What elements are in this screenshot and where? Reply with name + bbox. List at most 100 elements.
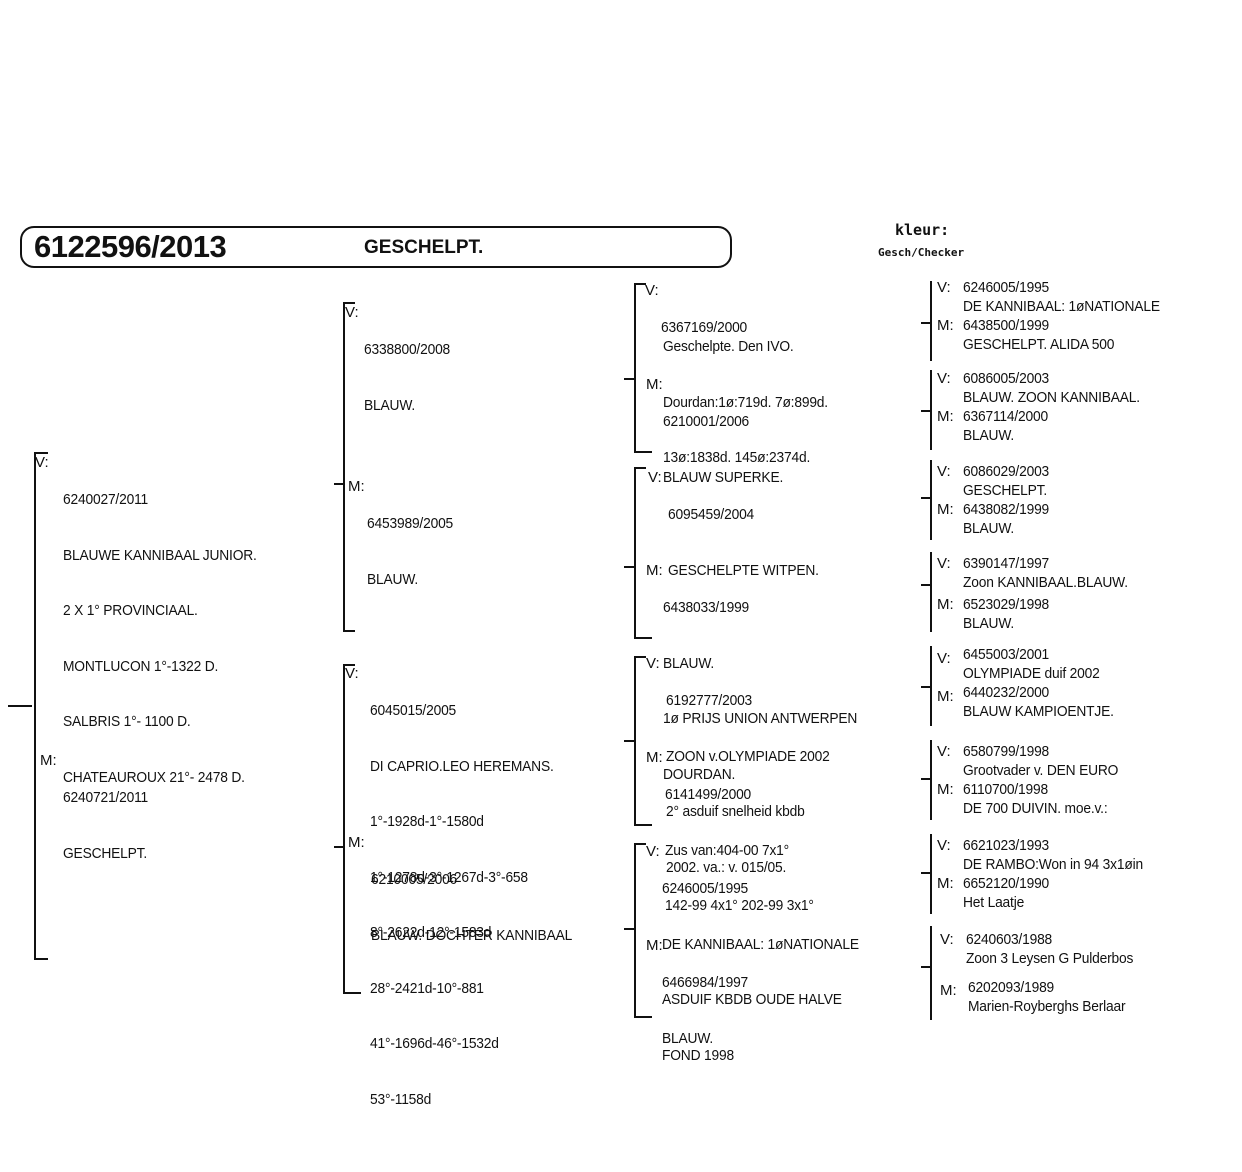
pigeon-color: GESCHELPT. [364, 237, 484, 258]
m-label: M: [937, 596, 954, 613]
m-label: M: [646, 749, 663, 766]
note: 53°-1158d [370, 1090, 432, 1108]
v-label: V: [646, 843, 660, 860]
ring-number: 6390147/1997 [963, 555, 1050, 572]
ring-number: 6440232/2000 [963, 684, 1050, 701]
m-label: M: [646, 376, 663, 393]
dam-ring: 6240721/2011 [63, 789, 149, 806]
ring-number: 6621023/1993 [963, 837, 1050, 854]
note: DI CAPRIO.LEO HEREMANS. [370, 757, 554, 775]
ring-number: 6246005/1995 [963, 279, 1050, 296]
v-label: V: [646, 655, 660, 672]
sire-label: V: [35, 454, 49, 471]
ring-number: 6141499/2000 [665, 786, 752, 803]
note: FOND 1998 [662, 1046, 734, 1064]
kleur-value: Gesch/Checker [878, 246, 965, 259]
ring-number: 6523029/1998 [963, 596, 1050, 613]
note: Grootvader v. DEN EURO [963, 761, 1119, 779]
ring-number: 6466984/1997 [662, 974, 749, 991]
ring-number: 6202093/1989 [968, 979, 1055, 996]
note: BLAUW. [364, 396, 416, 414]
m-label: M: [937, 408, 954, 425]
note: BLAUW KAMPIOENTJE. [963, 702, 1114, 720]
m-label: M: [348, 478, 365, 495]
note: BLAUW. DOCHTER KANNIBAAL [371, 926, 573, 944]
note: GESCHELPT. ALIDA 500 [963, 335, 1115, 353]
note: OLYMPIADE duif 2002 [963, 664, 1100, 682]
note: Dourdan:1ø:719d. 7ø:899d. [663, 393, 828, 411]
note: Zus van:404-00 7x1° [665, 841, 790, 859]
v-label: V: [648, 469, 662, 486]
sire-note: MONTLUCON 1°-1322 D. [63, 657, 219, 675]
ring-number: 6210005/2006 [371, 871, 458, 888]
ring-number: 6438082/1999 [963, 501, 1050, 518]
note: DE KANNIBAAL: 1øNATIONALE [662, 935, 859, 953]
m-label: M: [646, 562, 663, 579]
sire-note: SALBRIS 1°- 1100 D. [63, 713, 191, 730]
ring-number: 6652120/1990 [963, 875, 1050, 892]
ring-number: 6367169/2000 [661, 319, 748, 336]
ring-number: 6095459/2004 [668, 506, 755, 523]
note: Zoon 3 Leysen G Pulderbos [966, 949, 1134, 967]
ring-number: 6438033/1999 [663, 599, 750, 616]
note: Marien-Royberghs Berlaar [968, 997, 1126, 1015]
note: 13ø:1838d. 145ø:2374d. [663, 449, 811, 466]
ring-number: 6580799/1998 [963, 743, 1050, 760]
ring-number: 6455003/2001 [963, 646, 1050, 663]
m-label: M: [937, 781, 954, 798]
sire-note: BLAUWE KANNIBAAL JUNIOR. [63, 546, 257, 564]
v-label: V: [937, 555, 951, 572]
kleur-label: kleur: [895, 221, 950, 239]
sire-ring: 6240027/2011 [63, 491, 149, 508]
v-label: V: [645, 282, 659, 299]
note: BLAUW. [963, 426, 1015, 444]
ring-number: 6453989/2005 [367, 515, 454, 532]
note: 28°-2421d-10°-881 [370, 979, 484, 997]
v-label: V: [345, 665, 359, 682]
note: BLAUW. [367, 570, 419, 588]
m-label: M: [940, 982, 957, 999]
note: BLAUW SUPERKE. [663, 468, 784, 486]
note: 8°-2622d-12°-1583d [370, 924, 492, 941]
ring-number: 6438500/1999 [963, 317, 1050, 334]
note: Het Laatje [963, 893, 1025, 911]
note: ZOON v.OLYMPIADE 2002 [666, 747, 830, 765]
dam-note: GESCHELPT. [63, 844, 148, 862]
m-label: M: [937, 688, 954, 705]
note: BLAUW. ZOON KANNIBAAL. [963, 388, 1140, 406]
note: GESCHELPTE WITPEN. [668, 561, 819, 579]
ring-number: 6086029/2003 [963, 463, 1050, 480]
v-label: V: [937, 743, 951, 760]
ring-number: 6086005/2003 [963, 370, 1050, 387]
ring-number: 6192777/2003 [666, 692, 753, 709]
sire-note: CHATEAUROUX 21°- 2478 D. [63, 768, 245, 786]
note: BLAUW. [963, 519, 1015, 537]
v-label: V: [937, 837, 951, 854]
note: Zoon KANNIBAAL.BLAUW. [963, 573, 1128, 591]
m-label: M: [937, 875, 954, 892]
ring-number: 6246005/1995 [662, 880, 749, 897]
v-label: V: [937, 279, 951, 296]
sire-note: 2 X 1° PROVINCIAAL. [63, 602, 198, 619]
m-label: M: [937, 317, 954, 334]
header-box [20, 226, 732, 268]
v-label: V: [937, 650, 951, 667]
ring-number: 6240603/1988 [966, 931, 1053, 948]
note: BLAUW. [662, 1029, 714, 1047]
note: 2° asduif snelheid kbdb [666, 803, 805, 820]
ring-number: 6210001/2006 [663, 413, 750, 430]
note: BLAUW. [963, 614, 1015, 632]
ring-number: 6045015/2005 [370, 702, 457, 719]
note: 1ø PRIJS UNION ANTWERPEN [663, 710, 858, 727]
note: GESCHELPT. [963, 481, 1048, 499]
note: ASDUIF KBDB OUDE HALVE [662, 991, 842, 1008]
note: 2002. va.: v. 015/05. [666, 858, 787, 876]
m-label: M: [646, 937, 663, 954]
ring-number: 6367114/2000 [963, 408, 1049, 425]
note: DE RAMBO:Won in 94 3x1øin [963, 855, 1143, 873]
note: Geschelpte. Den IVO. [663, 338, 794, 355]
m-label: M: [937, 501, 954, 518]
dam-label: M: [40, 752, 57, 769]
note: 1°-1928d-1°-1580d [370, 813, 484, 830]
note: DE 700 DUIVIN. moe.v.: [963, 799, 1108, 817]
